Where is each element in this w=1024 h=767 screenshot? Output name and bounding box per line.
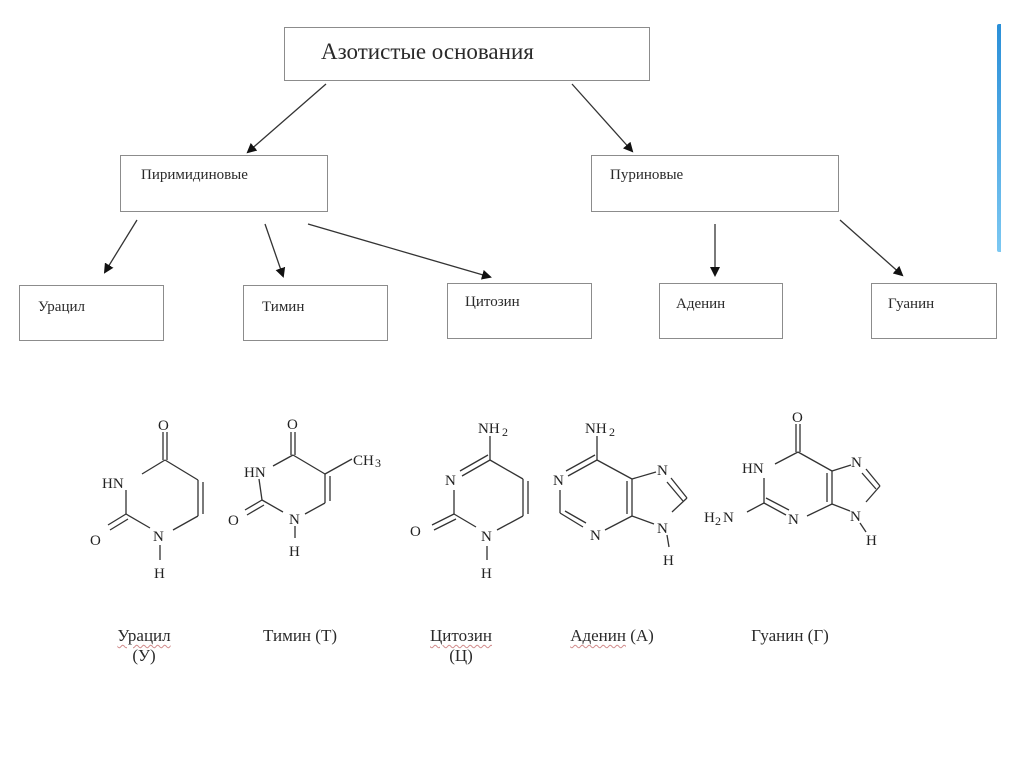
leaf-cytosine-label: Цитозин [465,294,520,310]
atom: H [154,566,165,582]
atom: N [590,528,601,544]
atom: N [153,529,164,545]
atom: N [657,463,668,479]
atom: N [289,512,300,528]
atom: N [553,473,564,489]
node-pyrimidines-label: Пиримидиновые [141,167,248,183]
leaf-guanine-label: Гуанин [888,296,935,312]
root-node-nitrogenous-bases: Азотистые основания [284,27,650,81]
atom: H [663,553,674,569]
arrow-root-to-purines [571,83,634,153]
caption-adenine-word: Аденин [570,626,626,645]
atom: HN [742,461,764,477]
atom: CH [353,453,374,469]
caption-guanine-name: Гуанин (Г) [751,626,829,645]
caption-cytosine-abbr: (Ц) [449,646,473,665]
leaf-uracil: Урацил [19,285,164,341]
leaf-thymine: Тимин [243,285,388,341]
atom-subscript: 2 [715,514,721,528]
adenine-structure: NH 2 N N N N H [553,421,688,569]
atom: H [289,544,300,560]
caption-thymine: Тимин (Т) [244,626,356,646]
leaf-cytosine: Цитозин [447,283,592,339]
leaf-adenine: Аденин [659,283,783,339]
atom: O [90,533,101,549]
uracil-structure: O HN O N H [90,418,204,582]
atom: O [287,417,298,433]
arrow-pyrimidines-to-cytosine [307,223,492,280]
leaf-guanine: Гуанин [871,283,997,339]
guanine-structure: O HN H 2 N N N N H [704,410,881,549]
arrow-pyrimidines-to-uracil [103,219,138,274]
caption-cytosine: Цитозин (Ц) [410,626,512,666]
atom: N [788,512,799,528]
atom: O [792,410,803,426]
atom: NH [585,421,607,437]
atom: H [481,566,492,582]
node-purines-label: Пуриновые [610,167,684,183]
atom: O [158,418,169,434]
tree-arrows [103,83,904,280]
arrow-root-to-pyrimidines [246,83,327,154]
atom: H [704,510,715,526]
atom: HN [244,465,266,481]
caption-adenine-name: Аденин (А) [570,626,654,645]
leaf-adenine-label: Аденин [676,296,726,312]
atom-subscript: 2 [609,425,615,439]
atom: O [410,524,421,540]
caption-uracil: Урацил (У) [96,626,192,666]
leaf-uracil-label: Урацил [38,299,85,315]
node-purines: Пуриновые [591,155,839,212]
leaf-thymine-label: Тимин [262,299,305,315]
atom: N [445,473,456,489]
caption-adenine: Аденин (А) [548,626,676,646]
cytosine-structure: NH 2 N O N H [410,421,529,582]
arrow-purines-to-guanine [839,219,904,277]
thymine-structure: O HN CH 3 O N H [228,417,381,560]
atom: HN [102,476,124,492]
arrow-pyrimidines-to-thymine [264,223,286,278]
root-node-label: Азотистые основания [321,39,534,64]
atom: N [481,529,492,545]
slide-accent-bar [997,24,1001,252]
caption-uracil-name: Урацил [117,626,171,645]
atom: N [851,455,862,471]
node-pyrimidines: Пиримидиновые [120,155,328,212]
caption-uracil-abbr: (У) [132,646,156,665]
atom: N [657,521,668,537]
caption-guanine: Гуанин (Г) [730,626,850,646]
caption-cytosine-name: Цитозин [430,626,492,645]
atom-subscript: 3 [375,456,381,470]
caption-thymine-name: Тимин (Т) [263,626,337,645]
atom: H [866,533,877,549]
atom: O [228,513,239,529]
atom: N [850,509,861,525]
atom: N [723,510,734,526]
atom-subscript: 2 [502,425,508,439]
atom: NH [478,421,500,437]
